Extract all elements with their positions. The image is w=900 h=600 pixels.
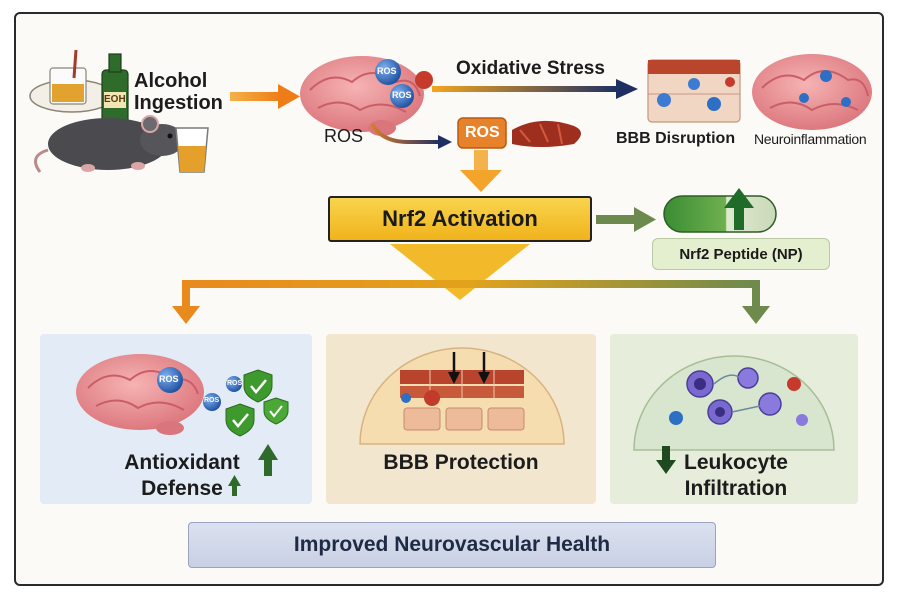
leukocyte-down-arrow-icon [656, 446, 676, 474]
leukocyte-illustration [633, 355, 835, 451]
neuroinflammation-label: Neuroinflammation [754, 131, 867, 147]
alcohol-dish-illustration [29, 49, 115, 113]
whiskey-glass-icon [175, 127, 209, 173]
brain-ros-label-2: ROS [392, 90, 412, 100]
ros-arrow [370, 122, 452, 149]
bbb-protection-label: BBB Protection [383, 451, 539, 474]
panel-ros-label-2: ROS [204, 397, 220, 404]
branch-arrows [172, 280, 770, 324]
antioxidant-line2: Defense [141, 477, 223, 500]
ros-molecule-small-2 [226, 376, 242, 392]
ros-molecule-small-1 [203, 393, 221, 411]
alcohol-ingestion-label: Alcohol Ingestion [134, 70, 223, 114]
panel-ros-label-1: ROS [159, 374, 179, 384]
ros-badge [457, 117, 507, 149]
bottle-label: EOH [104, 94, 126, 105]
bbb-disruption-label: BBB Disruption [616, 130, 736, 147]
brain-illustration-antioxidant [76, 354, 204, 435]
bbb-down-arrow-icon-2 [478, 352, 490, 384]
improved-neurovascular-health-box: Improved Neurovascular Health [188, 522, 716, 568]
oxidative-stress-arrow [432, 79, 638, 99]
peptide-capsule-icon [663, 195, 777, 233]
down-arrow-to-nrf2 [460, 150, 502, 192]
leukocyte-line2: Infiltration [684, 477, 788, 500]
nrf2-peptide-label: Nrf2 Peptide (NP) [652, 238, 830, 270]
alcohol-bottle-icon [101, 53, 129, 127]
panel-ros-label-3: ROS [227, 380, 243, 387]
ingestion-arrow [230, 84, 300, 109]
capsule-up-arrow-icon [724, 188, 754, 230]
brain-ros-label-1: ROS [377, 66, 397, 76]
bbb-down-arrow-icon-1 [448, 352, 460, 384]
antioxidant-shield-icons [225, 369, 289, 437]
nrf2-activation-box: Nrf2 Activation [328, 196, 592, 242]
alcohol-label-line2: Ingestion [134, 92, 223, 114]
bbb-disruption-tissue [647, 59, 741, 123]
damaged-vessel-illustration [512, 120, 581, 147]
alcohol-label-line1: Alcohol [134, 70, 208, 92]
defense-up-arrow-icon [228, 475, 241, 496]
leukocyte-line1: Leukocyte [684, 451, 788, 474]
antioxidant-up-arrow-icon [258, 444, 278, 476]
oxidative-stress-label: Oxidative Stress [456, 58, 605, 79]
brain-neuroinflammation [752, 54, 872, 130]
antioxidant-line1: Antioxidant [124, 451, 240, 474]
ros-label: ROS [324, 126, 364, 146]
red-cell-icon [415, 71, 433, 89]
nrf2-to-peptide-arrow [596, 207, 656, 232]
ros-molecule-2 [390, 84, 414, 108]
rat-illustration [34, 115, 187, 173]
leukocyte-infiltration-label: Leukocyte Infiltration [684, 450, 788, 502]
ros-molecule-big [157, 367, 183, 393]
ros-badge-label: ROS [465, 124, 500, 141]
nrf2-funnel-arrow [390, 244, 530, 300]
ros-molecule-1 [375, 59, 401, 85]
antioxidant-defense-label: Antioxidant Defense [104, 450, 260, 502]
bbb-protection-illustration [359, 347, 565, 445]
